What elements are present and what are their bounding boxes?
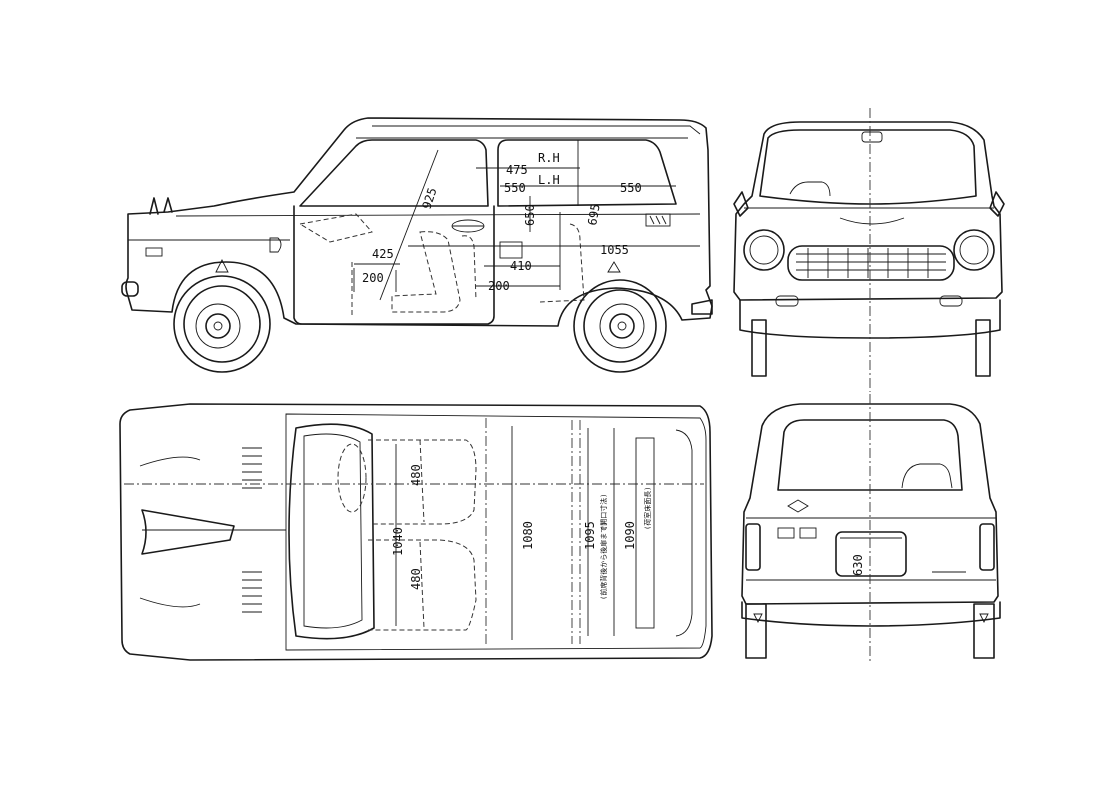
rear-window — [777, 419, 963, 491]
dim-200-front: 200 — [362, 271, 384, 285]
mirror-icon — [733, 191, 1005, 217]
dim-410: 410 — [510, 259, 532, 273]
dim-630: 630 — [851, 554, 865, 576]
note-seat-to-door: (前席背後から後扉まで) — [599, 522, 608, 600]
rear-body-outline — [741, 403, 999, 605]
dim-1095: 1095 — [583, 521, 597, 550]
front-body-outline — [733, 121, 1003, 301]
side-view: 475 R.H 550 L.H 550 925 650 695 425 1055… — [121, 117, 713, 373]
hood-vents — [242, 447, 262, 613]
front-view — [733, 108, 1005, 392]
side-door — [293, 205, 495, 325]
dim-1080: 1080 — [521, 521, 535, 550]
side-rear-wheel-icon — [573, 279, 667, 373]
note-opening-dim: (開口寸法) — [599, 494, 608, 530]
dim-695: 695 — [585, 203, 603, 227]
side-front-window — [299, 139, 489, 207]
side-rear-window — [497, 139, 677, 207]
steering-wheel-icon — [451, 219, 485, 233]
side-body-outline — [125, 117, 713, 327]
dim-200-rear: 200 — [488, 279, 510, 293]
dim-480-top: 480 — [409, 464, 423, 486]
label-rh: R.H — [538, 151, 560, 165]
dim-1040: 1040 — [391, 527, 405, 556]
dim-475: 475 — [506, 163, 528, 177]
side-front-wheel-icon — [173, 275, 271, 373]
top-body-outline — [119, 403, 713, 661]
dim-550-rear: 550 — [620, 181, 642, 195]
dim-925: 925 — [420, 186, 440, 211]
grille-icon — [787, 245, 955, 281]
top-windshield — [288, 423, 375, 640]
front-windshield — [759, 129, 977, 205]
dim-1055: 1055 — [600, 243, 629, 257]
dim-550-lh: 550 — [504, 181, 526, 195]
dim-650: 650 — [523, 204, 537, 226]
label-lh: L.H — [538, 173, 560, 187]
dim-425: 425 — [372, 247, 394, 261]
dim-480-bottom: 480 — [409, 568, 423, 590]
dim-1090: 1090 — [623, 521, 637, 550]
top-view: 480 1040 480 1080 1095 1090 (開口寸法) (前席背後… — [119, 403, 713, 661]
note-floor-length: (荷室床面長) — [643, 487, 652, 530]
headlight-icon — [743, 229, 995, 271]
steering-wheel-icon — [337, 443, 367, 513]
rear-view: 630 — [741, 394, 1001, 664]
